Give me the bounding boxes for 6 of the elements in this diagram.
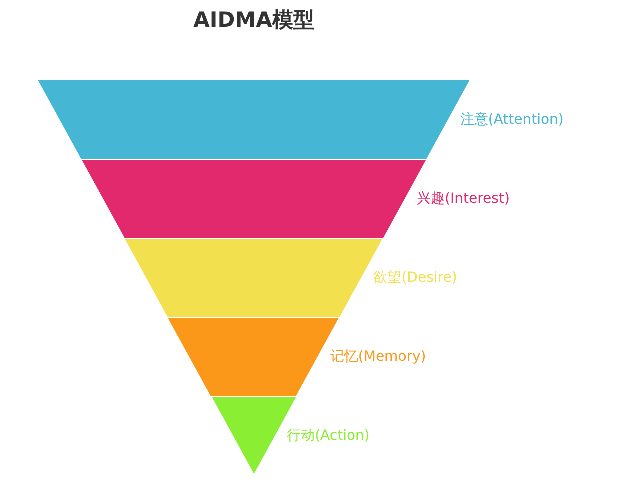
segment-label: 注意(Attention)	[460, 110, 564, 128]
segment-label: 记忆(Memory)	[330, 348, 426, 366]
title: AIDMA模型	[192, 7, 316, 34]
segment-label: 兴趣(Interest)	[417, 190, 510, 208]
segment-label: 行动(Action)	[287, 426, 370, 444]
segment-label: 欲望(Desire)	[374, 268, 458, 286]
